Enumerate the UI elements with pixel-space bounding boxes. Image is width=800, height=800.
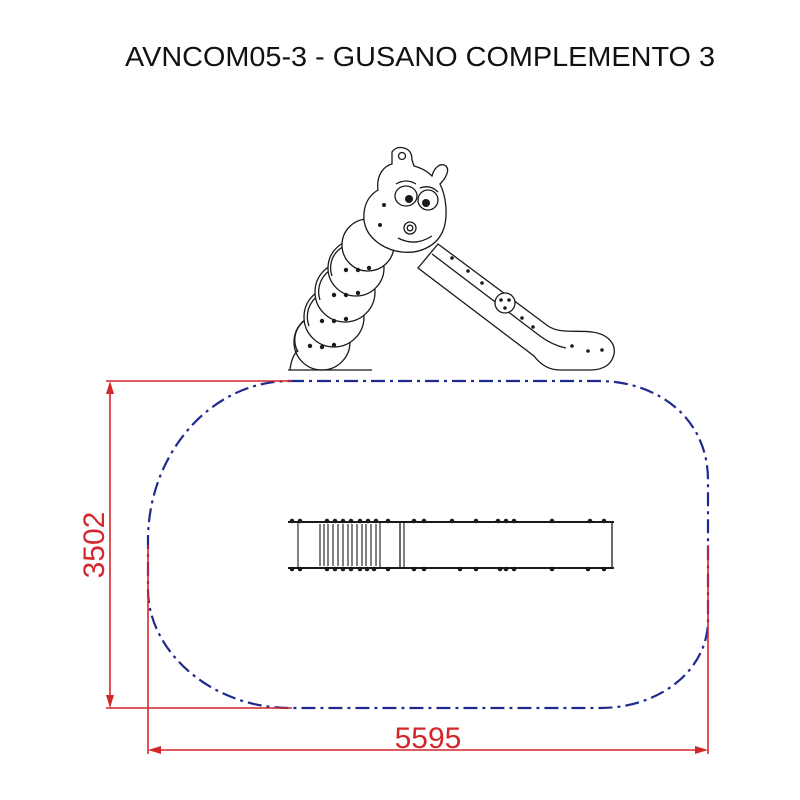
width-arrow-left xyxy=(148,746,161,754)
rail-bolt xyxy=(357,566,363,572)
rail-bolt xyxy=(297,518,303,524)
height-arrow-top xyxy=(106,381,114,394)
slide-bolt xyxy=(499,298,503,302)
segment-bolt xyxy=(343,267,349,273)
slide-chute xyxy=(417,243,615,371)
segment-bolt xyxy=(319,344,325,350)
segment-bolt xyxy=(355,267,361,273)
rail-bolt xyxy=(324,518,330,524)
rail-bolt xyxy=(332,518,338,524)
slide-bolt xyxy=(503,306,507,310)
rail-bolt xyxy=(297,566,303,572)
slide-bolt xyxy=(520,316,524,320)
elevation-view xyxy=(288,146,615,371)
rail-bolt xyxy=(385,518,391,524)
left-eye xyxy=(394,185,418,207)
width-dimension-label: 5595 xyxy=(395,722,462,755)
height-dimension: 3502 xyxy=(78,380,292,709)
rail-bolt xyxy=(549,518,555,524)
rail-bolt xyxy=(473,518,479,524)
rail-bolt xyxy=(289,566,295,572)
rail-bolt xyxy=(457,566,463,572)
slide-bolt xyxy=(586,349,590,353)
rail-bolt xyxy=(585,566,591,572)
rail-bolt xyxy=(411,518,417,524)
rail-bolt xyxy=(549,566,555,572)
plan-view-slide xyxy=(288,518,614,572)
head-bolt xyxy=(382,203,386,207)
slide-connector-plate xyxy=(494,292,516,314)
rail-bolt xyxy=(421,566,427,572)
mouth-inner xyxy=(406,224,414,232)
smile-line xyxy=(397,235,433,243)
segment-bolt xyxy=(307,343,313,349)
slide-bolt xyxy=(507,298,511,302)
rail-bolt xyxy=(348,566,354,572)
segment-bolt xyxy=(355,290,361,296)
rail-bolt xyxy=(340,518,346,524)
rail-bolt xyxy=(371,566,377,572)
rail-bolt xyxy=(587,518,593,524)
slide-bolt xyxy=(600,348,604,352)
hanging-hole xyxy=(397,151,407,161)
segment-bolt xyxy=(331,342,337,348)
rail-bolt xyxy=(497,566,503,572)
slide-chute-plan xyxy=(399,521,613,569)
segment-bolt xyxy=(331,318,337,324)
rail-bolt xyxy=(324,566,330,572)
rail-bolt xyxy=(289,518,295,524)
left-eyebrow xyxy=(395,180,417,185)
slide-bolt xyxy=(480,281,484,285)
segment-bolt xyxy=(319,318,325,324)
rail-bolt xyxy=(411,566,417,572)
rail-bolt xyxy=(364,566,370,572)
rail-bolt xyxy=(373,518,379,524)
rail-bolt xyxy=(511,518,517,524)
rail-bolt xyxy=(473,566,479,572)
rail-bolt xyxy=(385,566,391,572)
slide-bolt xyxy=(466,269,470,273)
right-pupil xyxy=(422,199,430,207)
height-dimension-label: 3502 xyxy=(78,512,111,579)
slide-bolt xyxy=(450,256,454,260)
width-dimension: 5595 xyxy=(147,545,709,755)
base-foot xyxy=(289,349,299,371)
rail-bolt xyxy=(511,566,517,572)
safety-zone-outline xyxy=(146,379,710,710)
rail-bolt xyxy=(332,566,338,572)
rail-bolt xyxy=(601,566,607,572)
slide-side-rail xyxy=(431,253,567,349)
drawing-title: AVNCOM05-3 - GUSANO COMPLEMENTO 3 xyxy=(125,41,715,72)
rail-bolt xyxy=(340,566,346,572)
segment-bolt xyxy=(331,292,337,298)
height-arrow-bottom xyxy=(106,695,114,708)
right-eyebrow xyxy=(419,186,439,193)
rail-bolt xyxy=(357,518,363,524)
left-pupil xyxy=(405,195,413,203)
head-bolt xyxy=(378,223,382,227)
rail-bolt xyxy=(449,518,455,524)
rail-bolt xyxy=(495,518,501,524)
slide-bolt xyxy=(570,344,574,348)
rail-bolt xyxy=(503,566,509,572)
segment-bolt xyxy=(343,316,349,322)
rail-bolt xyxy=(421,518,427,524)
rail-bolt xyxy=(503,518,509,524)
segment-bolt xyxy=(366,265,372,271)
rail-bolt xyxy=(348,518,354,524)
rail-bolt xyxy=(365,518,371,524)
width-arrow-right xyxy=(695,746,708,754)
slide-bolt xyxy=(531,325,535,329)
rail-bolt xyxy=(601,518,607,524)
segment-bolt xyxy=(343,292,349,298)
